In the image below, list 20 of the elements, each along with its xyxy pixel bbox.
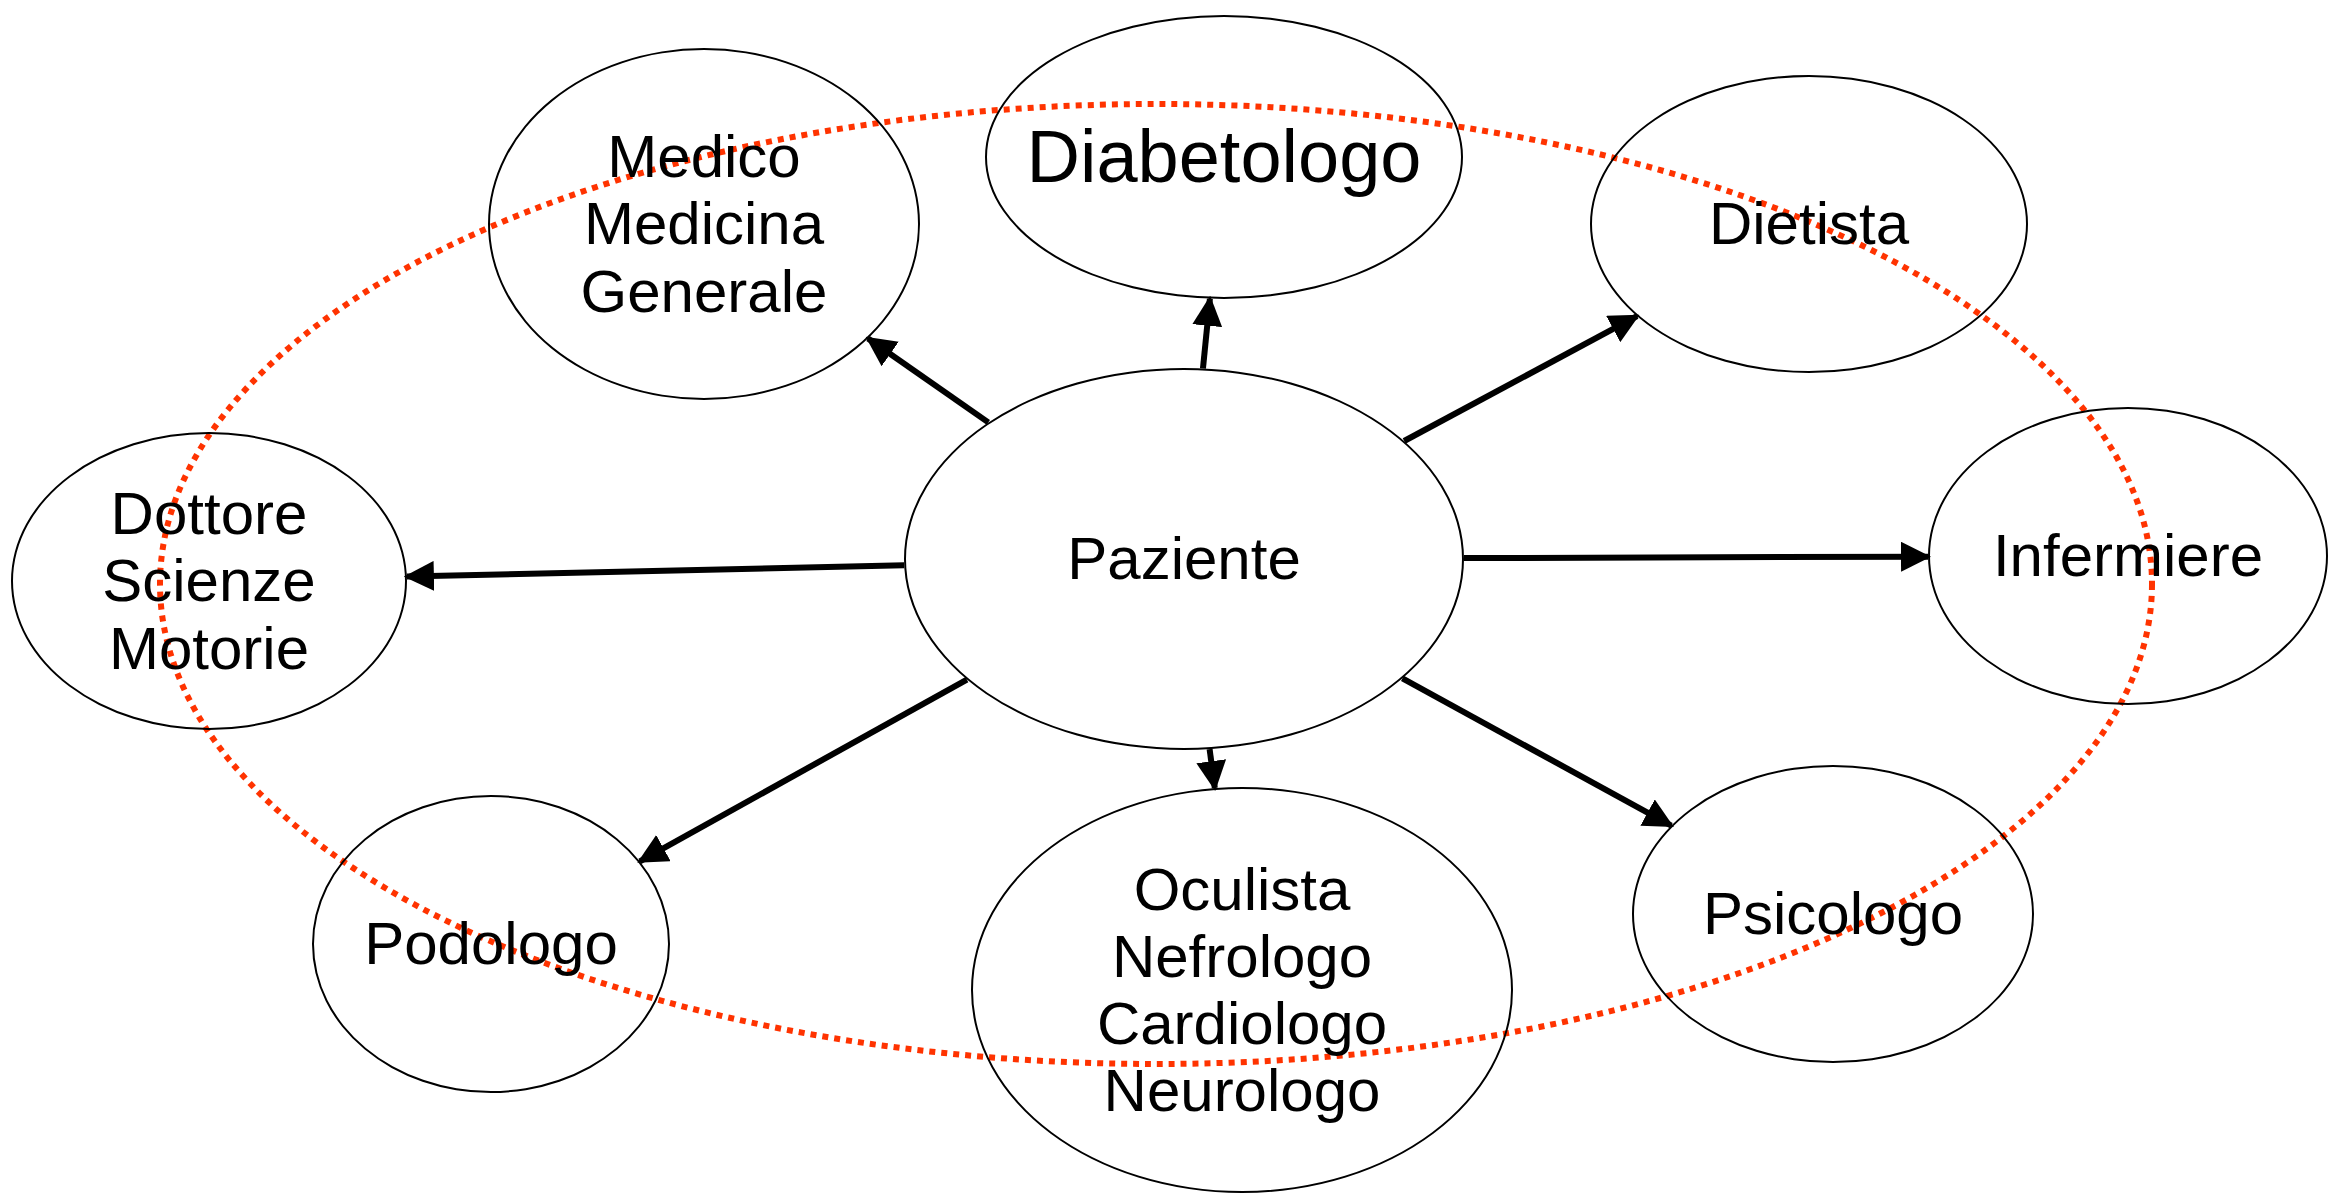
arrow [1401, 675, 1674, 829]
role-ellipse [904, 368, 1464, 750]
role-ellipse [971, 787, 1513, 1193]
node-label: Dottore Scienze Motorie [102, 480, 316, 682]
role-ellipse [985, 15, 1463, 299]
node-label: Oculista Nefrologo Cardiologo Neurologo [1096, 855, 1388, 1125]
role-ellipse [11, 432, 407, 730]
role-ellipse [312, 795, 670, 1093]
role-ellipse [1632, 765, 2034, 1063]
role-ellipse [488, 48, 920, 400]
role-ellipse [1928, 407, 2328, 705]
arrow [1196, 748, 1227, 791]
node-label: Diabetologo [1026, 115, 1422, 199]
node-label: Infermiere [1992, 522, 2264, 590]
arrow [1464, 541, 1931, 572]
arrow [865, 336, 990, 425]
role-ellipse [1590, 75, 2028, 373]
node-label: Paziente [1067, 525, 1301, 593]
arrow [1402, 313, 1640, 444]
arrow [637, 677, 969, 864]
